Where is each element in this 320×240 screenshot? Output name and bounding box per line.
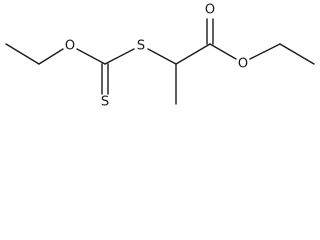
bond-ethyl-left-ch2-o [38, 48, 64, 65]
bond-s-bridge-ch [147, 48, 177, 65]
bond-ethyl-left-ch3-ch2 [5, 43, 40, 65]
bond-o-thiocarbonyl-c [76, 48, 106, 65]
atom-label-o-carbonyl: O [205, 3, 215, 18]
atom-label-s-bridge: S [137, 39, 145, 54]
bond-ch-carbonyl-c [175, 43, 211, 65]
bond-thiocarbonyl-c-s-bridge [104, 48, 135, 65]
bond-ethyl-right-ch2-ch3 [279, 43, 315, 65]
bond-carbonyl-c-o-ester [209, 43, 237, 60]
bond-o-ester-ch2 [249, 43, 281, 60]
atom-label-s-thione: S [101, 95, 109, 110]
molecule-structure-diagram: O S S O O [5, 3, 315, 110]
atom-label-o-ether: O [65, 39, 75, 54]
atom-label-o-ester: O [238, 57, 248, 72]
